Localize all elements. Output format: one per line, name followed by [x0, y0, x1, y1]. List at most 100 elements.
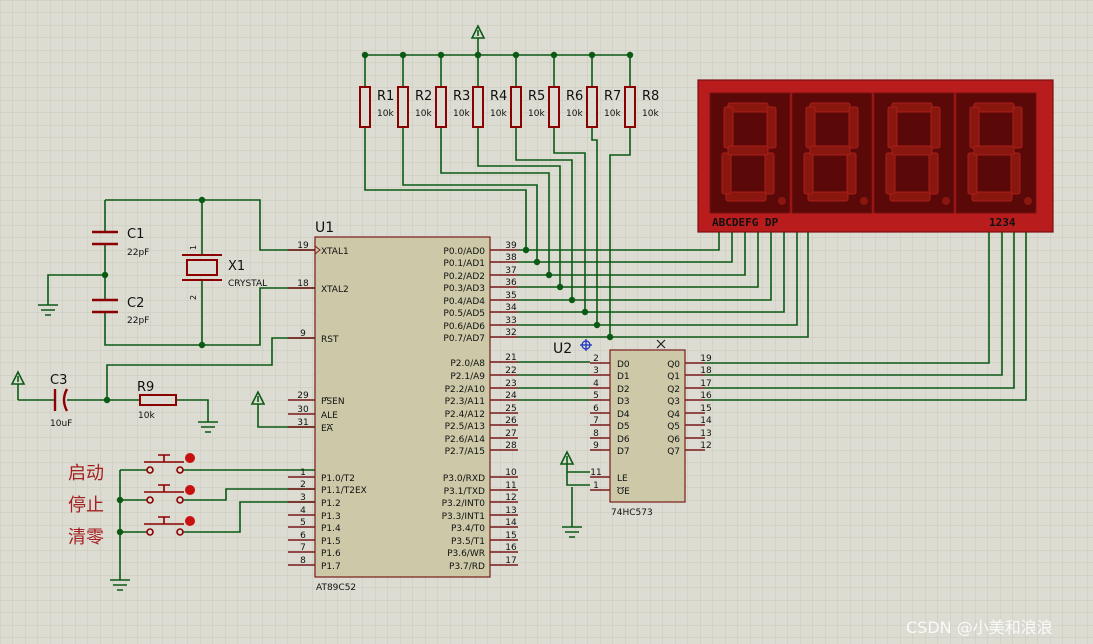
u1-pin-name: P1.1/T2EX: [321, 486, 367, 496]
junction-dot: [101, 271, 109, 279]
power-symbols: [10, 24, 575, 465]
u1-pin-number: 38: [505, 253, 517, 263]
resistor-ref: R1: [377, 89, 394, 104]
u1-pin-number: 3: [300, 493, 306, 503]
resistor-ref: R2: [415, 89, 432, 104]
resistor-value: 10k: [604, 109, 621, 119]
u2-pin-number: 8: [593, 429, 599, 439]
u1-pin-name: P3.7/RD: [449, 562, 485, 572]
u2-pin-name: Q4: [667, 410, 680, 420]
wire-segment: [518, 232, 798, 326]
junction-dot: [593, 321, 601, 329]
junction-dot: [545, 271, 553, 279]
wire-segment: [518, 232, 809, 338]
resistor-r2: [397, 86, 409, 128]
u1-ref: U1: [315, 220, 334, 236]
u1-pin-number: 28: [505, 441, 517, 451]
display-segment: [969, 106, 980, 149]
junction-dot: [103, 396, 111, 404]
u2-pin-number: 4: [593, 379, 599, 389]
wire-segment: [518, 232, 759, 288]
crosshair-icon: [580, 339, 592, 351]
u1-pin-name: P1.5: [321, 537, 341, 547]
u1-pin-name: P3.4/T0: [451, 524, 485, 534]
junction-dot: [606, 333, 614, 341]
junction-dot: [581, 308, 589, 316]
u2-ref: U2: [553, 341, 572, 357]
wire-segment: [705, 232, 1003, 376]
u1-pin-number: 23: [505, 379, 516, 389]
u1-pin-number: 29: [297, 391, 309, 401]
r9-value: 10k: [138, 411, 155, 421]
u2-pin-number: 2: [593, 354, 599, 364]
u1-pin-name: P1.4: [321, 524, 341, 534]
u2-pin-name: D3: [617, 397, 630, 407]
u2-pin-number: 6: [593, 404, 599, 414]
u1-pin-name: P0.3/AD3: [443, 284, 485, 294]
clock-pin-marker-icon: [314, 245, 321, 255]
button-label-start[interactable]: 启动: [68, 463, 104, 484]
wire-segment: [518, 232, 720, 251]
decimal-point: [1024, 197, 1032, 205]
u1-pin-number: 19: [297, 241, 309, 251]
power-icon: [250, 390, 266, 405]
u2-pin-name: Q6: [667, 435, 680, 445]
u1-pin-number: 22: [505, 366, 516, 376]
r9-ref: R9: [137, 380, 154, 395]
u2-pin-number: 14: [700, 416, 712, 426]
u1-pin-number: 21: [505, 353, 516, 363]
u1-pin-number: 24: [505, 391, 517, 401]
display-segment: [764, 152, 775, 195]
u2-pin-number: 19: [700, 354, 712, 364]
u1-pin-name: P0.7/AD7: [443, 334, 485, 344]
u1-body[interactable]: [314, 236, 491, 578]
display-segment: [725, 191, 767, 202]
resistor-r3: [435, 86, 447, 128]
junction-dot: [116, 528, 124, 536]
u2-pin-name: Q1: [667, 372, 680, 382]
wire-segment: [364, 127, 527, 250]
display-digit: 8: [791, 92, 873, 214]
u1-pin-name: P3.5/T1: [451, 537, 485, 547]
ground-symbols: [38, 304, 582, 591]
u1-pin-name: P2.3/A11: [445, 397, 485, 407]
u1-pin-number: 14: [505, 518, 517, 528]
resistor-r8: [624, 86, 636, 128]
u2-pin-name: D4: [617, 410, 630, 420]
display-segment: [971, 191, 1013, 202]
junction-dot: [198, 196, 206, 204]
power-icon: [10, 370, 26, 400]
u2-body[interactable]: [609, 349, 686, 503]
decimal-point: [778, 197, 786, 205]
u2-markers: [580, 339, 592, 351]
resistor-value: 10k: [453, 109, 470, 119]
c1-ref: C1: [127, 227, 144, 242]
junction-dot: [588, 51, 596, 59]
resistor-ref: R7: [604, 89, 621, 104]
resistor-r5: [510, 86, 522, 128]
wire-segment: [705, 232, 1027, 401]
u1-pin-name: P0.2/AD2: [443, 272, 485, 282]
u2-pin-number: 3: [593, 366, 599, 376]
wire-junctions: [101, 51, 634, 536]
junction-dot: [522, 246, 530, 254]
display-segment: [803, 152, 814, 195]
display-segment: [766, 106, 777, 149]
u1-pin-number: 37: [505, 266, 516, 276]
u2-pin-number: 17: [700, 379, 711, 389]
resistor-ref: R6: [566, 89, 583, 104]
u1-pin-name: P0.0/AD0: [443, 247, 485, 257]
u1-pin-name: P2.5/A13: [445, 422, 485, 432]
u2-pin-name: D6: [617, 435, 630, 445]
button-label-clear[interactable]: 清零: [68, 527, 104, 548]
wire-segment: [705, 232, 1015, 389]
junction-dot: [116, 496, 124, 504]
button-label-stop[interactable]: 停止: [68, 495, 104, 516]
c3-value: 10uF: [50, 419, 72, 429]
u1-pin-number: 16: [505, 543, 517, 553]
u2-pin-name: Q7: [667, 447, 680, 457]
u2-pin-name: D0: [617, 360, 630, 370]
digit-value: 8: [914, 212, 915, 214]
